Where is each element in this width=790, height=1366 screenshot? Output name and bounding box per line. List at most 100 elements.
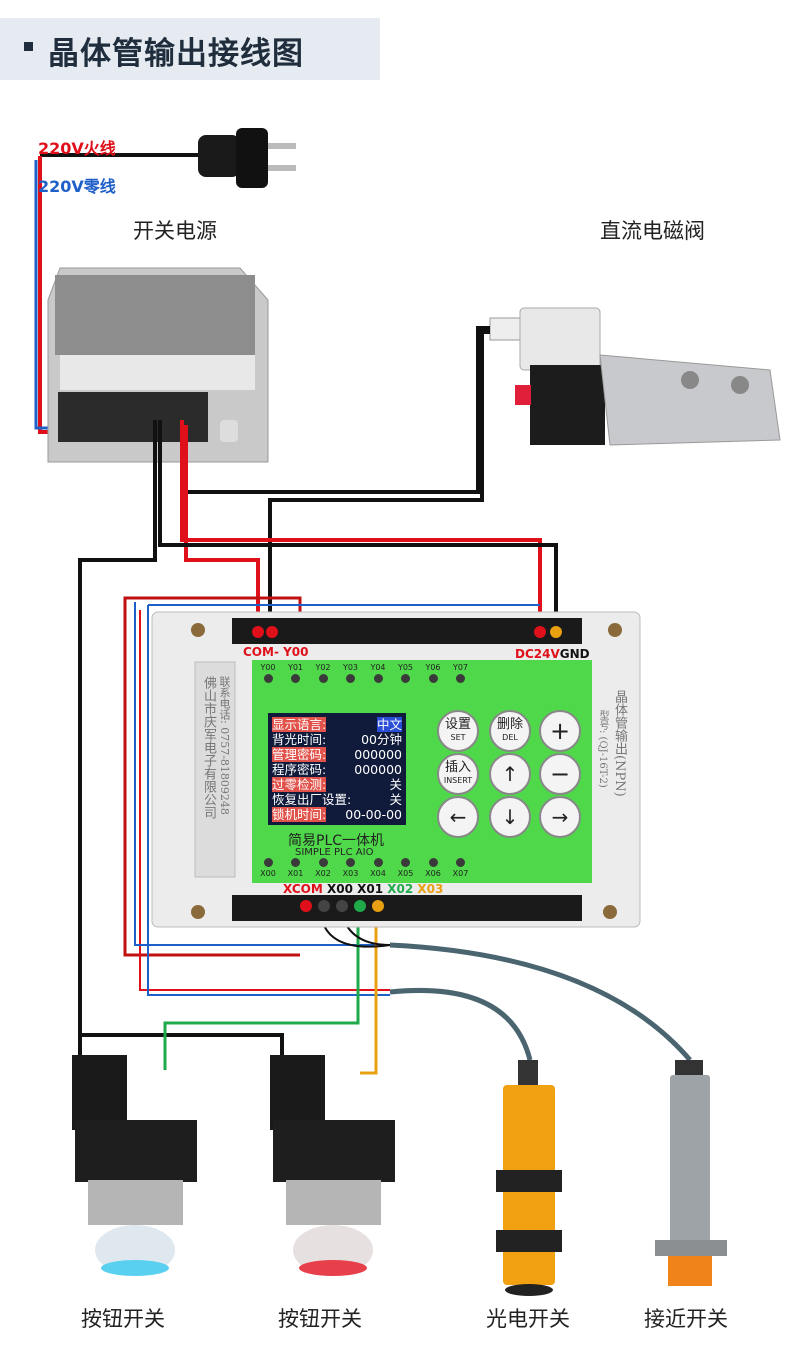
screen-row: 背光时间:00分钟 xyxy=(272,732,402,747)
led-indicator xyxy=(263,674,273,683)
input-led-x03: X03 xyxy=(339,856,363,878)
dc24v-label: DC24V xyxy=(515,647,560,661)
right-arrow-key[interactable]: → xyxy=(539,796,581,838)
photoelectric-switch-label: 光电开关 xyxy=(486,1307,570,1331)
live-wire-label: 220V火线 xyxy=(38,139,116,158)
plc-name-en: SIMPLE PLC AIO xyxy=(295,847,374,858)
input-led-x05: X05 xyxy=(394,856,418,878)
button-switch-2-label: 按钮开关 xyxy=(278,1307,362,1331)
x03-orange-wire xyxy=(360,905,378,1075)
led-indicator xyxy=(291,858,300,867)
terminal-screws xyxy=(252,626,562,912)
screen-row-label: 过零检测: xyxy=(272,777,327,792)
power-plug xyxy=(40,128,296,188)
x00-label: X00 xyxy=(326,882,353,896)
led-indicator xyxy=(346,674,355,683)
gnd-label: GND xyxy=(559,647,590,661)
left-arrow-key[interactable]: ← xyxy=(437,796,479,838)
sensor-red-wire xyxy=(139,610,390,991)
xcom-label: XCOM xyxy=(283,882,323,896)
company-label: 佛山市庆军电子有限公司 xyxy=(201,676,216,819)
screen-row: 程序密码: 000000 xyxy=(272,762,402,777)
screen-row: 显示语言: 中文 xyxy=(272,717,402,732)
power-terminal-label: DC24VGND xyxy=(515,647,590,661)
model-label: 型号: (QJ-16T-2) xyxy=(597,710,608,788)
x02-green-wire xyxy=(163,905,360,1070)
proximity-switch-label: 接近开关 xyxy=(644,1307,728,1331)
screen-row-label: 背光时间: xyxy=(272,732,327,747)
led-indicator xyxy=(263,858,273,867)
output-led-y03: Y03 xyxy=(339,663,363,685)
led-indicator xyxy=(373,674,383,683)
button-switch-red xyxy=(270,1055,395,1276)
photoelectric-sensor xyxy=(496,1060,562,1296)
input-led-x04: X04 xyxy=(366,856,390,878)
photo-cable xyxy=(389,987,533,1061)
led-indicator xyxy=(428,674,438,683)
output-led-y00: Y00 xyxy=(256,663,280,685)
phone-label: 联系电话: 0757-81809248 xyxy=(218,676,231,815)
psu-minus-to-buttons xyxy=(78,420,284,1060)
down-arrow-key[interactable]: ↓ xyxy=(489,796,531,838)
button-switch-blue xyxy=(72,1055,197,1276)
input-led-x00: X00 xyxy=(256,856,280,878)
input-led-x01: X01 xyxy=(284,856,308,878)
screen-row-label: 程序密码: xyxy=(272,762,327,777)
proximity-sensor xyxy=(655,1060,727,1286)
x01-label: X01 xyxy=(357,882,384,896)
proximity-cable xyxy=(389,942,692,1062)
led-indicator xyxy=(346,858,355,867)
led-indicator xyxy=(318,674,328,683)
output-led-y06: Y06 xyxy=(421,663,445,685)
led-indicator xyxy=(373,858,383,867)
output-led-y02: Y02 xyxy=(311,663,335,685)
button-switch-1-label: 按钮开关 xyxy=(81,1307,165,1331)
plus-key[interactable]: + xyxy=(539,710,581,752)
screen-row-label: 恢复出厂设置: xyxy=(272,792,352,807)
psu-minus-to-gnd xyxy=(158,420,558,632)
screen-row-value: 中文 xyxy=(376,717,402,732)
screen-row: 锁机时间:00-00-00 xyxy=(272,807,402,822)
x03-label: X03 xyxy=(417,882,444,896)
screen-row: 过零检测: 关 xyxy=(272,777,402,792)
led-indicator xyxy=(401,858,410,867)
x02-label: X02 xyxy=(387,882,414,896)
neutral-wire-label: 220V零线 xyxy=(38,177,116,196)
switching-power-supply xyxy=(47,267,269,463)
screen-row: 管理密码: 000000 xyxy=(272,747,402,762)
output-led-y07: Y07 xyxy=(449,663,473,685)
led-indicator xyxy=(318,858,328,867)
led-indicator xyxy=(456,674,465,683)
minus-key[interactable]: − xyxy=(539,753,581,795)
psu-plus-to-com xyxy=(184,425,260,632)
output-type-label: 晶体管输出(NPN) xyxy=(612,690,627,797)
plc-unit xyxy=(151,611,641,928)
section-header: 晶体管输出接线图 xyxy=(0,18,380,80)
screen-row-label: 显示语言: xyxy=(272,717,327,732)
up-arrow-key[interactable]: ↑ xyxy=(489,753,531,795)
led-indicator xyxy=(401,674,410,683)
input-terminal-labels: XCOM X00 X01 X02 X03 xyxy=(283,882,443,896)
screen-row-label: 管理密码: xyxy=(272,747,327,762)
page-title: 晶体管输出接线图 xyxy=(48,36,304,72)
led-indicator xyxy=(428,858,438,867)
screen-row-value: 关 xyxy=(389,792,402,807)
psu-plus-to-dc24v xyxy=(180,420,542,632)
solenoid-valve-label: 直流电磁阀 xyxy=(600,219,705,243)
screen-row-value: 000000 xyxy=(354,747,402,762)
input-led-x06: X06 xyxy=(421,856,445,878)
screen-row-value: 关 xyxy=(389,777,402,792)
led-indicator xyxy=(456,858,465,867)
screen-row-value: 000000 xyxy=(354,762,402,777)
solenoid-valve xyxy=(489,307,781,446)
output-led-y04: Y04 xyxy=(366,663,390,685)
plc-name-cn: 简易PLC一体机 xyxy=(288,833,385,849)
output-led-y05: Y05 xyxy=(394,663,418,685)
valve-wire-to-y00 xyxy=(268,330,490,632)
screen-row-value: 00-00-00 xyxy=(345,807,402,822)
